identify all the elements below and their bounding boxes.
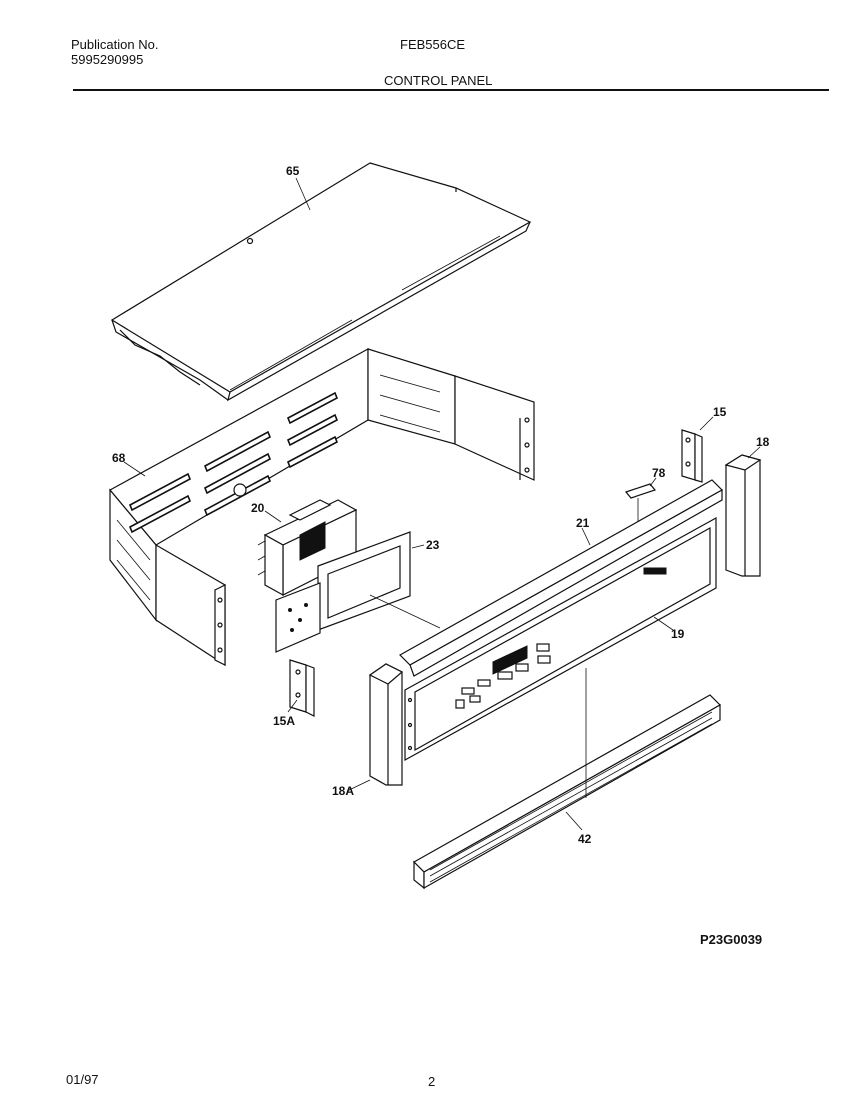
- top-cover-panel: [110, 162, 532, 402]
- callout-18: 18: [756, 435, 770, 449]
- left-mounting-bracket: [289, 659, 315, 717]
- left-end-cap: [368, 663, 404, 786]
- callout-15: 15: [713, 405, 727, 419]
- right-end-cap: [724, 454, 762, 577]
- model-number: FEB556CE: [400, 37, 466, 52]
- header-rule: [73, 89, 829, 91]
- page-number: 2: [428, 1074, 436, 1089]
- control-panel-housing: [109, 347, 535, 667]
- callout-78: 78: [652, 466, 666, 480]
- callout-19: 19: [671, 627, 685, 641]
- leader-lines: [123, 177, 761, 831]
- callout-20: 20: [251, 501, 265, 515]
- badge-clip: [624, 483, 657, 522]
- front-control-panel: [404, 516, 717, 762]
- callout-68: 68: [112, 451, 126, 465]
- callout-15a: 15A: [273, 714, 295, 728]
- figure-id: P23G0039: [700, 932, 763, 947]
- callout-21: 21: [576, 516, 590, 530]
- callout-42: 42: [578, 832, 592, 846]
- callout-65: 65: [286, 164, 300, 178]
- section-title: CONTROL PANEL: [384, 73, 493, 88]
- footer-date: 01/97: [66, 1072, 99, 1087]
- vent-grille: [413, 694, 721, 890]
- display-bracket: [275, 531, 441, 653]
- publication-label: Publication No.: [71, 37, 159, 52]
- right-mounting-bracket: [681, 429, 703, 483]
- callout-18a: 18A: [332, 784, 354, 798]
- publication-number: 5995290995: [71, 52, 144, 67]
- top-trim: [399, 479, 723, 677]
- callout-23: 23: [426, 538, 440, 552]
- control-board: [257, 499, 358, 597]
